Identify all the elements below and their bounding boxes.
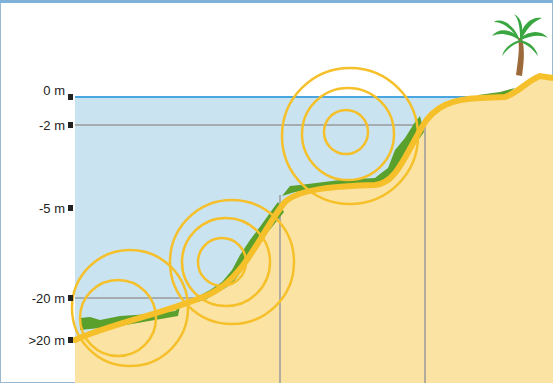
zone-line [424,118,426,383]
depth-label: -5 m [38,202,66,215]
seabed [75,74,553,383]
top-band [0,0,553,3]
axis-ticks [68,94,73,343]
ripple-circles [72,68,418,366]
seabed-line [75,76,553,340]
depth-label: >20 m [28,334,67,347]
seagrass [80,88,515,330]
depth-label: -20 m [31,292,66,305]
depth-line [75,124,440,126]
sea-surface [75,96,500,98]
depth-label: 0 m [42,84,66,97]
depth-label: -2 m [38,119,66,132]
palm-tree [492,14,548,76]
